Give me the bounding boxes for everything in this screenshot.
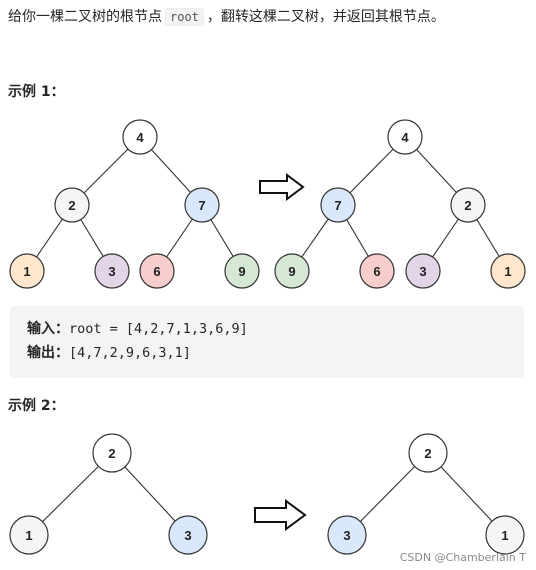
output-label: 输出：	[27, 345, 69, 361]
watermark: CSDN @Chamberlain T	[399, 551, 526, 564]
tree-node: 4	[387, 119, 423, 155]
example-2-figure: 2 1 3 2 3 1	[9, 433, 525, 555]
svg-text:9: 9	[238, 264, 245, 279]
tree-node: 4	[122, 119, 158, 155]
tree-node: 2	[92, 433, 132, 473]
example-1-io-box: 输入：root = [4,2,7,1,3,6,9] 输出：[4,7,2,9,6,…	[10, 306, 524, 378]
tree-node: 1	[485, 515, 525, 555]
tree-node: 6	[139, 253, 175, 289]
svg-text:3: 3	[108, 264, 115, 279]
tree-node: 6	[359, 253, 395, 289]
svg-text:1: 1	[25, 528, 32, 543]
tree-node: 7	[320, 187, 356, 223]
tree-node: 1	[490, 253, 526, 289]
tree-node: 3	[327, 515, 367, 555]
tree-node: 9	[274, 253, 310, 289]
svg-text:2: 2	[108, 446, 115, 461]
intro-text-1: 给你一棵二叉树的根节点	[8, 9, 162, 25]
tree-node: 2	[450, 187, 486, 223]
svg-text:3: 3	[343, 528, 350, 543]
svg-text:2: 2	[424, 446, 431, 461]
tree-node: 7	[184, 187, 220, 223]
svg-text:9: 9	[288, 264, 295, 279]
tree-node: 2	[54, 187, 90, 223]
svg-text:2: 2	[464, 198, 471, 213]
input-label: 输入：	[27, 321, 69, 337]
input-line: 输入：root = [4,2,7,1,3,6,9]	[27, 318, 248, 340]
svg-text:3: 3	[184, 528, 191, 543]
svg-text:1: 1	[23, 264, 30, 279]
right-arrow-icon	[254, 499, 307, 531]
output-line: 输出：[4,7,2,9,6,3,1]	[27, 342, 191, 364]
example-1-figure: 4 2 7 1 3 6 9 4 7	[9, 119, 526, 289]
svg-text:3: 3	[419, 264, 426, 279]
svg-text:4: 4	[401, 130, 409, 145]
svg-text:6: 6	[373, 264, 380, 279]
output-value: [4,7,2,9,6,3,1]	[69, 345, 191, 361]
tree-node: 3	[168, 515, 208, 555]
tree-node: 3	[405, 253, 441, 289]
svg-text:6: 6	[153, 264, 160, 279]
svg-text:4: 4	[136, 130, 144, 145]
svg-text:1: 1	[504, 264, 511, 279]
tree-node: 3	[94, 253, 130, 289]
intro-text-2: ，翻转这棵二叉树，并返回其根节点。	[206, 9, 445, 25]
root-code: root	[165, 8, 204, 26]
svg-text:7: 7	[334, 198, 341, 213]
input-value: root = [4,2,7,1,3,6,9]	[69, 321, 248, 337]
tree-node: 2	[408, 433, 448, 473]
example-1-title: 示例 1：	[8, 84, 65, 100]
svg-text:1: 1	[501, 528, 508, 543]
svg-text:7: 7	[198, 198, 205, 213]
tree-node: 9	[224, 253, 260, 289]
right-arrow-icon	[259, 173, 305, 201]
tree-node: 1	[9, 253, 45, 289]
example-2-title: 示例 2：	[8, 398, 65, 414]
tree-node: 1	[9, 515, 49, 555]
svg-text:2: 2	[68, 198, 75, 213]
